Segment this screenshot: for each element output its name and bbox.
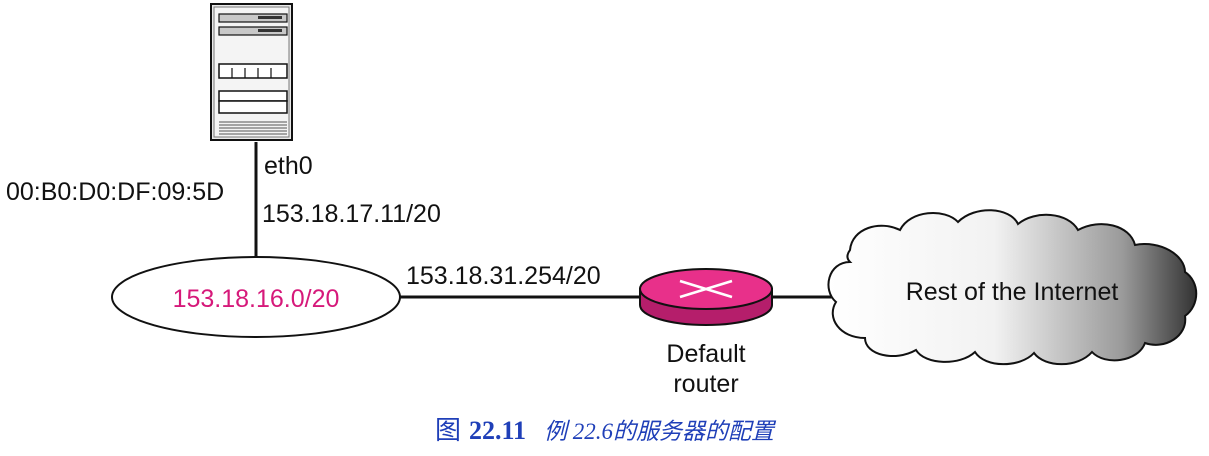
caption-text: 例 22.6的服务器的配置 xyxy=(544,419,775,444)
network-address-label: 153.18.16.0/20 xyxy=(173,285,340,313)
cloud-icon xyxy=(827,209,1198,366)
server-ip-label: 153.18.17.11/20 xyxy=(262,200,441,228)
mac-address-label: 00:B0:D0:DF:09:5D xyxy=(6,178,224,206)
caption-prefix: 图 xyxy=(434,416,461,445)
network-ellipse xyxy=(111,256,401,338)
caption-number: 22.11 xyxy=(468,416,527,445)
interface-label: eth0 xyxy=(264,152,313,180)
internet-label: Rest of the Internet xyxy=(906,278,1119,306)
router-icon xyxy=(639,268,773,326)
router-label-line1: Default xyxy=(666,340,745,368)
router-label-line2: router xyxy=(673,370,738,398)
server-icon xyxy=(210,3,293,141)
router-ip-label: 153.18.31.254/20 xyxy=(406,262,601,290)
network-diagram: eth0 00:B0:D0:DF:09:5D 153.18.17.11/20 1… xyxy=(6,3,1198,398)
